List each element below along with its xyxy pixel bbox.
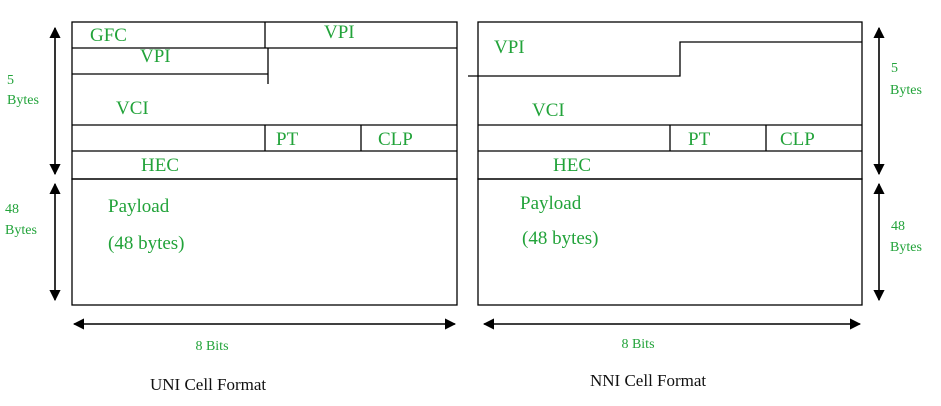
nni-cell: VPI VCI PT CLP HEC Payload (48 bytes) 5 …	[468, 21, 922, 390]
uni-payload-size-unit: Bytes	[5, 223, 37, 238]
nni-vpi-label: VPI	[494, 37, 525, 58]
nni-caption: NNI Cell Format	[590, 371, 706, 390]
uni-clp-label: CLP	[378, 129, 413, 150]
uni-payload-size-label: (48 bytes)	[108, 233, 185, 254]
uni-pt-label: PT	[276, 129, 299, 150]
nni-pt-label: PT	[688, 129, 711, 150]
nni-payload-label: Payload	[520, 193, 582, 214]
uni-cell: GFC VPI VPI VCI PT CLP HEC Payload (48 b…	[5, 21, 458, 394]
uni-vpi-top-label: VPI	[324, 22, 355, 43]
uni-vpi-low-label: VPI	[140, 46, 171, 67]
nni-payload-size-value: 48	[891, 219, 905, 234]
uni-vci-label: VCI	[116, 98, 149, 119]
uni-header-size-value: 5	[7, 73, 14, 88]
uni-width-label: 8 Bits	[195, 339, 228, 354]
nni-clp-label: CLP	[780, 129, 815, 150]
uni-gfc-label: GFC	[90, 25, 127, 46]
uni-payload-box	[71, 178, 458, 306]
uni-header-size-unit: Bytes	[7, 93, 39, 108]
nni-header-size-unit: Bytes	[890, 83, 922, 98]
uni-payload-label: Payload	[108, 196, 170, 217]
uni-payload-size-value: 48	[5, 202, 19, 217]
nni-payload-box	[477, 178, 863, 306]
nni-payload-size-label: (48 bytes)	[522, 228, 599, 249]
nni-payload-size-unit: Bytes	[890, 240, 922, 255]
uni-caption: UNI Cell Format	[150, 375, 266, 394]
nni-hec-label: HEC	[553, 155, 591, 176]
nni-header-size-value: 5	[891, 61, 898, 76]
nni-vci-label: VCI	[532, 100, 565, 121]
uni-hec-label: HEC	[141, 155, 179, 176]
nni-vpi-vci-boundary	[468, 41, 862, 77]
nni-width-label: 8 Bits	[621, 337, 654, 352]
